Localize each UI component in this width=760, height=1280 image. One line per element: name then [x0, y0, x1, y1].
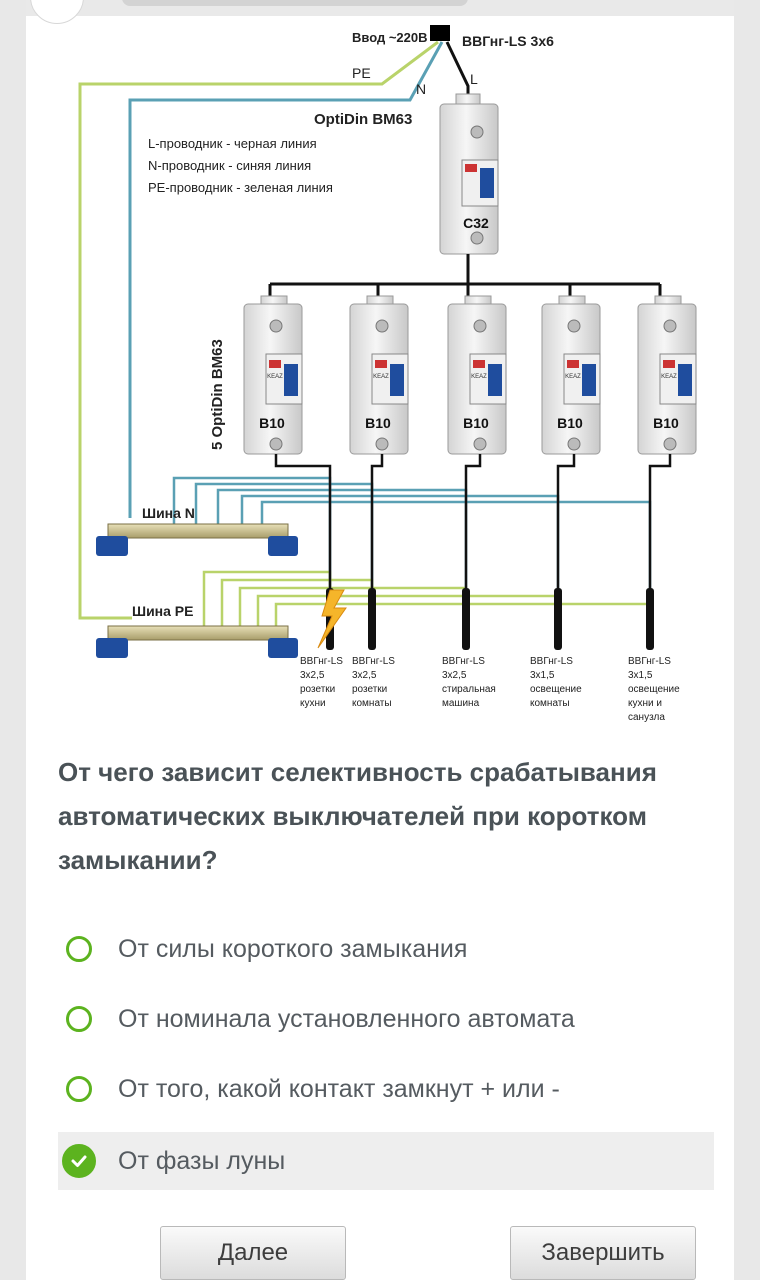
breaker-rating: B10 [365, 415, 391, 431]
answer-option-1[interactable]: От силы короткого замыкания [58, 920, 714, 978]
breaker-brand: KEAZ [565, 374, 581, 380]
group-breaker: KEAZ B10 [243, 295, 303, 455]
n-circuit-wire [240, 494, 560, 630]
legend-pe: PE-проводник - зеленая линия [148, 180, 333, 195]
answer-label: От силы короткого замыкания [118, 934, 468, 963]
cable-end [554, 588, 562, 650]
group-breaker: KEAZ B10 [447, 295, 507, 455]
l-busline [268, 254, 662, 300]
input-terminal [430, 25, 450, 41]
main-breaker [439, 93, 499, 255]
wiring-diagram: Ввод ~220В ВВГнг-LS 3х6 PE N L OptiDin B… [78, 25, 697, 723]
breaker-brand: KEAZ [373, 374, 389, 380]
bus-n [96, 523, 298, 556]
answer-label: От номинала установленного автомата [118, 1004, 575, 1033]
legend-n: N-проводник - синяя линия [148, 158, 311, 173]
cable-end [462, 588, 470, 650]
l-circuit-wire [556, 454, 576, 588]
breaker-rating: B10 [259, 415, 285, 431]
radio-circle-icon[interactable] [66, 1076, 92, 1102]
group-breaker: KEAZ B10 [349, 295, 409, 455]
l-circuit-wire [370, 454, 384, 588]
l-circuit-wire [648, 454, 672, 588]
l-wire [445, 41, 470, 98]
check-circle-icon[interactable] [62, 1144, 96, 1178]
pe-circuit-wire [238, 586, 468, 630]
answer-label: От фазы луны [118, 1146, 286, 1175]
breaker-brand: KEAZ [471, 374, 487, 380]
cable-label: ВВГнг-LS 3х6 [462, 33, 554, 49]
answer-option-3[interactable]: От того, какой контакт замкнут + или - [58, 1060, 714, 1118]
n-wire [128, 41, 444, 518]
answer-option-2[interactable]: От номинала установленного автомата [58, 990, 714, 1048]
breaker-brand: KEAZ [267, 374, 283, 380]
wire-n-label: N [416, 81, 426, 97]
wire-pe-label: PE [352, 65, 371, 81]
next-button[interactable]: Далее [160, 1226, 346, 1280]
answer-option-4[interactable]: От фазы луны [58, 1132, 714, 1190]
pe-wire [78, 40, 439, 620]
cable-end [368, 588, 376, 650]
l-circuit-wire [274, 454, 332, 588]
main-breaker-rating: C32 [463, 215, 489, 231]
radio-circle-icon[interactable] [66, 936, 92, 962]
breaker-rating: B10 [653, 415, 679, 431]
legend-l: L-проводник - черная линия [148, 136, 317, 151]
progress-bar [122, 0, 468, 6]
group-label: 5 OptiDin BM63 [209, 339, 226, 450]
breaker-rating: B10 [463, 415, 489, 431]
breaker-row: KEAZ B10 KEAZ B10 KEAZ B10 KEAZ B10 KEAZ B10 [243, 295, 697, 455]
checkmark-icon [71, 1155, 87, 1167]
cable-end [646, 588, 654, 650]
circuit-wires [172, 454, 672, 650]
n-circuit-wire [260, 500, 652, 630]
wire-l-label: L [470, 71, 478, 87]
bus-n-label: Шина N [142, 505, 195, 521]
lightning-icon [317, 589, 347, 649]
answer-label: От того, какой контакт замкнут + или - [118, 1074, 560, 1103]
question-text: От чего зависит селективность срабатыван… [58, 757, 657, 875]
group-breaker: KEAZ B10 [541, 295, 601, 455]
bus-pe [96, 625, 298, 658]
group-breaker: KEAZ B10 [637, 295, 697, 455]
pe-circuit-wire [256, 594, 560, 630]
input-label: Ввод ~220В [352, 30, 428, 45]
breaker-rating: B10 [557, 415, 583, 431]
bus-pe-label: Шина PE [132, 603, 193, 619]
main-breaker-model: OptiDin BM63 [314, 111, 412, 128]
breaker-brand: KEAZ [661, 374, 677, 380]
finish-button[interactable]: Завершить [510, 1226, 696, 1280]
radio-circle-icon[interactable] [66, 1006, 92, 1032]
l-circuit-wire [464, 454, 482, 588]
